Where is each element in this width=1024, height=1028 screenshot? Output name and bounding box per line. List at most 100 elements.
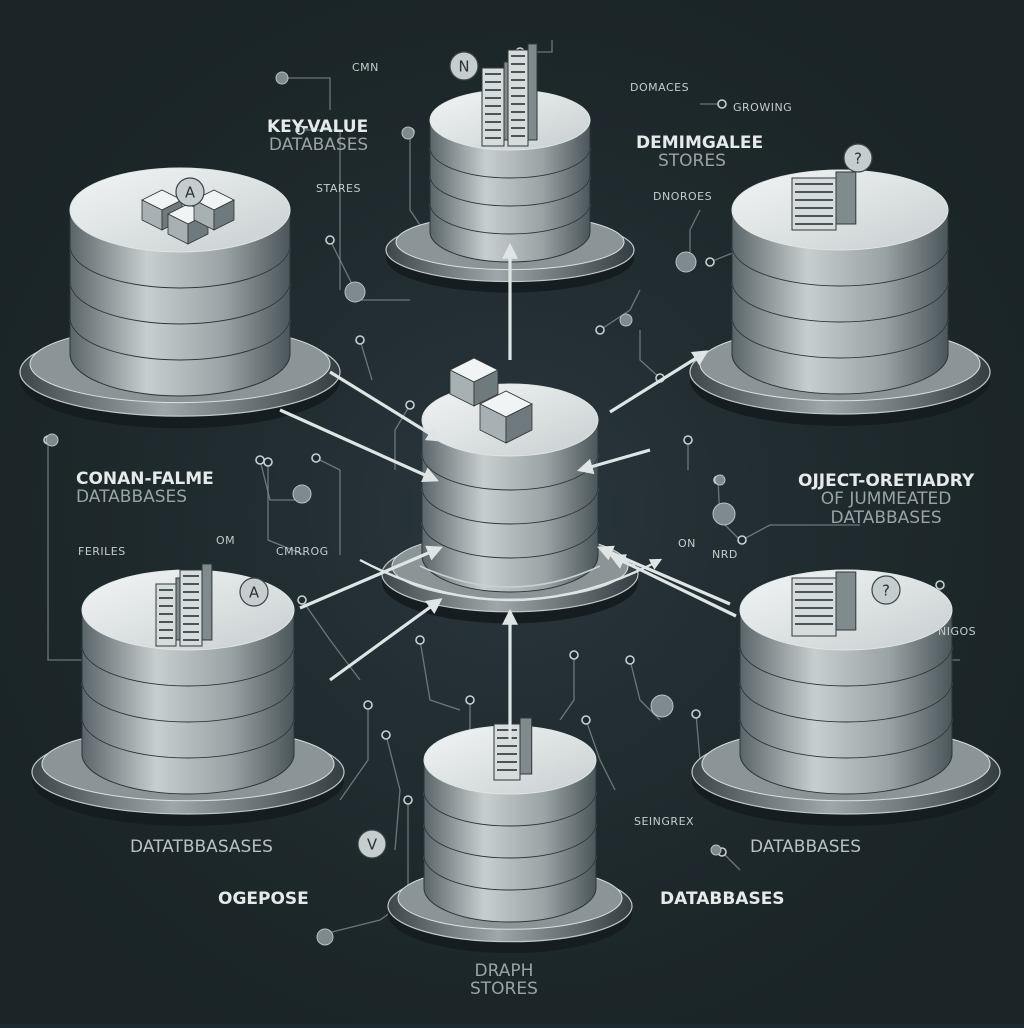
node-knob <box>275 71 289 85</box>
right-badge-icon: ? <box>843 143 873 173</box>
node-dot <box>297 595 307 605</box>
circuit-line <box>267 462 306 556</box>
server-box-icon <box>791 171 857 231</box>
circuit-lines <box>43 40 960 946</box>
stack-icons: N A? A? V <box>141 43 901 859</box>
label-column: CONAN-FALME DATABBASES <box>76 470 214 507</box>
badge-circle <box>449 51 479 81</box>
small-label-cmn: CMN <box>352 61 379 74</box>
small-label-feriles: FERILES <box>78 545 126 558</box>
tower-side <box>519 717 533 775</box>
badge-circle <box>843 143 873 173</box>
cube-icon <box>193 189 235 231</box>
node-knob <box>675 251 697 273</box>
tower-face <box>791 177 837 231</box>
small-label-nrd: NRD <box>712 548 738 561</box>
connection-arrow <box>576 448 651 475</box>
node-knob <box>710 844 722 856</box>
label-column-line1: CONAN-FALME <box>76 469 214 489</box>
cube-right <box>213 199 235 231</box>
node-knob <box>344 281 366 303</box>
circuit-line <box>385 734 401 851</box>
circuit-line <box>419 639 461 711</box>
small-label-nigos: NIGOS <box>938 625 977 638</box>
bottom-right-badge-icon: ? <box>871 575 901 605</box>
connection-arrow <box>329 598 443 682</box>
label-doc-stores-line1: DEMIMGALEE <box>636 133 764 153</box>
label-object-line2: OF JUMMEATED <box>820 489 952 510</box>
circuit-line <box>259 459 300 501</box>
small-label-on: ON <box>678 537 696 550</box>
cube-icon <box>479 390 533 444</box>
tower-side <box>201 563 213 641</box>
badge-circle <box>357 829 387 859</box>
circuit-line <box>300 129 341 290</box>
label-graph-line2: STORES <box>470 979 538 1000</box>
connection-arrow <box>329 370 443 442</box>
circuit-line <box>585 719 616 791</box>
node-dot <box>255 455 265 465</box>
small-label-stares: STARES <box>316 182 361 195</box>
node-dot <box>625 655 635 665</box>
node-knob <box>619 313 633 327</box>
node-dot <box>415 635 425 645</box>
node-knob <box>712 502 736 526</box>
building-icon <box>507 43 538 147</box>
node-dot <box>363 700 373 710</box>
connection-arrow <box>609 554 737 618</box>
node-knob <box>401 126 415 140</box>
label-key-value-line1: KEY-VALUE <box>267 117 369 137</box>
bottom-badge-icon: V <box>357 829 387 859</box>
label-object: OJJECT-ORETIADRY OF JUMMEATED DATABBASES <box>798 472 974 527</box>
node-dot <box>295 125 305 135</box>
cube-icon <box>449 357 499 407</box>
building-icon <box>179 563 213 647</box>
badge-letter: N <box>459 58 470 75</box>
node-dot <box>683 435 693 445</box>
circuit-line <box>282 77 331 110</box>
circuit-line <box>741 524 860 541</box>
label-databbases-center: DATABBASES <box>660 889 785 909</box>
node-knob <box>45 433 59 447</box>
stack-column-top-left <box>19 167 341 429</box>
node-dot <box>381 730 391 740</box>
node-dot <box>737 535 747 545</box>
top-badge-icon: N <box>449 51 479 81</box>
badge-letter: V <box>367 836 377 853</box>
circuit-line <box>339 705 369 801</box>
node-dot <box>355 335 365 345</box>
small-label-seingrex: SEINGREX <box>634 815 695 828</box>
badge-circle <box>239 577 269 607</box>
badge-letter: A <box>249 584 259 601</box>
circuit-line <box>394 404 411 470</box>
badge-circle <box>871 575 901 605</box>
circuit-line <box>639 330 661 379</box>
badge-letter: ? <box>882 582 890 599</box>
connection-arrow <box>609 350 709 414</box>
node-dot <box>403 795 413 805</box>
label-key-value: KEY-VALUE DATABASES <box>267 118 368 155</box>
stack-graph-bottom <box>387 725 633 954</box>
node-dot <box>465 695 475 705</box>
cube-right <box>473 369 499 407</box>
node-dot <box>311 453 321 463</box>
node-dot <box>595 325 605 335</box>
stack-column-bottom-left <box>31 569 345 826</box>
circuit-line <box>559 655 575 721</box>
label-doc-stores-line2: STORES <box>658 151 726 172</box>
node-knob <box>316 928 334 946</box>
circuit-line <box>359 339 373 381</box>
small-label-om: OM <box>216 534 236 547</box>
circuit-line <box>315 457 341 555</box>
tower-side <box>835 171 857 225</box>
left-badge-icon: A <box>175 177 205 207</box>
label-graph: DRAPH STORES <box>470 962 538 999</box>
badge-letter: ? <box>854 150 862 167</box>
small-label-growing: GROWING <box>733 101 793 114</box>
badge-letter: A <box>185 184 195 201</box>
connection-arrow <box>279 408 439 483</box>
label-column-line2: DATABBASES <box>76 487 188 508</box>
node-dot <box>705 257 715 267</box>
label-object-line3: DATABBASES <box>830 507 942 528</box>
